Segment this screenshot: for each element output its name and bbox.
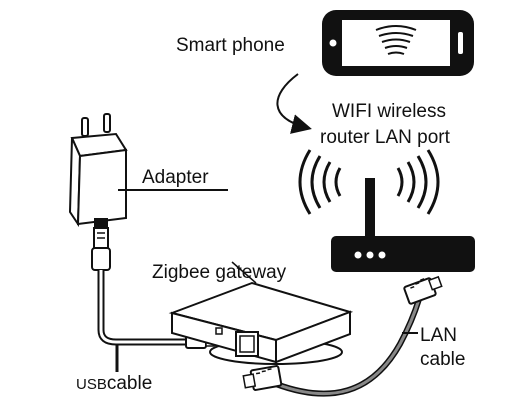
router-label-line2: router LAN port xyxy=(320,127,451,148)
rj45-plug-gateway-icon xyxy=(242,365,283,391)
wireless-waves-icon xyxy=(298,149,440,215)
router-icon xyxy=(331,178,475,272)
router-label-line1: WIFI wireless xyxy=(332,101,446,122)
wifi-signal-icon xyxy=(375,25,417,55)
usb-label-prefix: USB xyxy=(76,376,107,393)
lan-label-line2: cable xyxy=(420,349,465,370)
zigbee-gateway-icon xyxy=(168,281,354,365)
lan-cable-core xyxy=(275,295,422,396)
rj45-plug-icon xyxy=(403,275,443,305)
smartphone-icon xyxy=(322,10,474,76)
smartphone-label: Smart phone xyxy=(176,35,285,56)
link-arrow xyxy=(276,73,312,134)
usb-plug-icon xyxy=(91,227,111,271)
lan-label-line1: LAN xyxy=(420,325,457,346)
usb-cable xyxy=(97,270,186,346)
adapter-label: Adapter xyxy=(142,167,209,188)
gateway-label: Zigbee gateway xyxy=(152,262,287,283)
usb-label-suffix: cable xyxy=(107,373,152,394)
gateway-leader-line xyxy=(231,261,257,284)
usb-cable-label: USBcable xyxy=(76,373,152,394)
power-adapter-icon xyxy=(68,113,128,228)
